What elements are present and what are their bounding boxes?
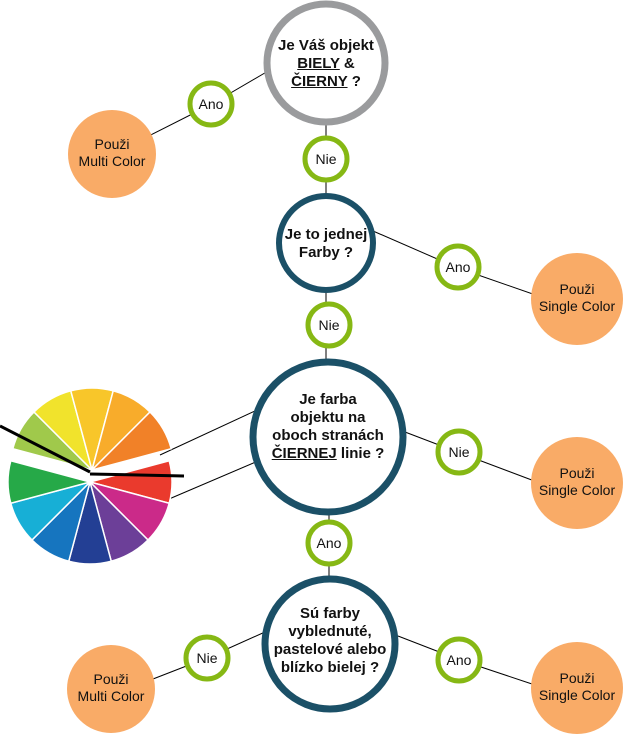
result-multi-top-text: Použi Multi Color [62, 136, 162, 170]
question-4-text: Sú farby vyblednuté, pastelové alebo blí… [264, 605, 396, 677]
answer-circle-q2-nie [305, 301, 353, 349]
result-circle-multi-bottom [67, 645, 155, 733]
wheel-divider-line-horizontal [89, 472, 185, 478]
result-single-q3-line2: Single Color [538, 481, 616, 498]
result-multi-bottom-line2: Multi Color [77, 687, 145, 704]
result-single-q3-text: Použi Single Color [522, 465, 632, 499]
q1-line1: Je Váš objekt [278, 37, 374, 54]
q3-line2: objektu na [290, 409, 366, 426]
result-single-q3-line1: Použi [559, 465, 595, 481]
result-single-bottom-line1: Použi [559, 670, 595, 686]
question-3-text: Je farba objektu na oboch stranách ČIERN… [258, 391, 398, 463]
result-single-bottom-line2: Single Color [538, 686, 616, 703]
q4-line4: blízko bielej ? [280, 659, 380, 676]
color-wheel-segment-12 [7, 459, 93, 505]
q4-line3: pastelové alebo [273, 641, 387, 658]
answer-q4-ano: Ano [446, 652, 472, 668]
answer-q1-ano: Ano [198, 96, 224, 112]
question-circle-2 [276, 193, 376, 293]
result-multi-top-line2: Multi Color [78, 152, 146, 169]
question-circle-3 [249, 358, 407, 516]
result-multi-bottom-line1: Použi [93, 671, 129, 687]
answer-q1-nie: Nie [315, 151, 337, 167]
wheel-divider-line [0, 424, 91, 474]
answer-q2-ano: Ano [445, 259, 471, 275]
result-circle-single-q3 [531, 437, 623, 529]
connector-wheel-lower [154, 460, 259, 506]
result-single-bottom-text: Použi Single Color [522, 670, 632, 704]
question-1-text: Je Váš objekt BIELY & ČIERNY ? [270, 37, 382, 91]
answer-q4-nie: Nie [196, 650, 218, 666]
q1-qmark: ? [347, 73, 361, 90]
answer-circle-q2-ano [434, 243, 482, 291]
answer-circle-q1-nie [302, 135, 350, 183]
q1-word-biely: BIELY [297, 55, 340, 72]
answer-circle-q3-ano [305, 519, 353, 567]
question-circle-1 [263, 0, 389, 126]
result-circle-single-q2 [531, 253, 623, 345]
answer-circle-q1-ano [187, 80, 235, 128]
answer-q2-nie: Nie [318, 317, 340, 333]
question-2-text: Je to jednej Farby ? [276, 226, 376, 262]
result-multi-bottom-text: Použi Multi Color [61, 671, 161, 705]
connector-wheel-upper [159, 410, 256, 456]
answer-circle-q3-nie [435, 428, 483, 476]
answer-q3-ano: Ano [316, 535, 342, 551]
q3-line3: oboch stranách [272, 427, 384, 444]
question-circle-4 [261, 575, 399, 713]
result-single-q2-line2: Single Color [538, 297, 616, 314]
answer-circle-q4-nie [183, 634, 231, 682]
answer-q3-nie: Nie [448, 444, 470, 460]
answer-circle-q4-ano [435, 636, 483, 684]
q1-amp: & [339, 55, 355, 72]
q2-line2: Farby ? [298, 244, 354, 261]
q2-line1: Je to jednej [284, 226, 368, 243]
color-wheel-segment-5 [89, 410, 173, 472]
q3-line1: Je farba [299, 391, 357, 408]
result-single-q2-line1: Použi [559, 281, 595, 297]
result-circle-single-bottom [531, 642, 623, 734]
q4-line1: Sú farby [299, 605, 360, 622]
result-multi-top-line1: Použi [94, 136, 130, 152]
result-single-q2-text: Použi Single Color [522, 281, 632, 315]
q1-word-cierny: ČIERNY [291, 73, 348, 90]
q4-line2: vyblednuté, [288, 623, 372, 640]
q3-rest: linie ? [336, 445, 385, 462]
result-circle-multi-top [68, 110, 156, 198]
q3-word-ciernej: ČIERNEJ [271, 445, 337, 462]
color-wheel [7, 387, 173, 565]
